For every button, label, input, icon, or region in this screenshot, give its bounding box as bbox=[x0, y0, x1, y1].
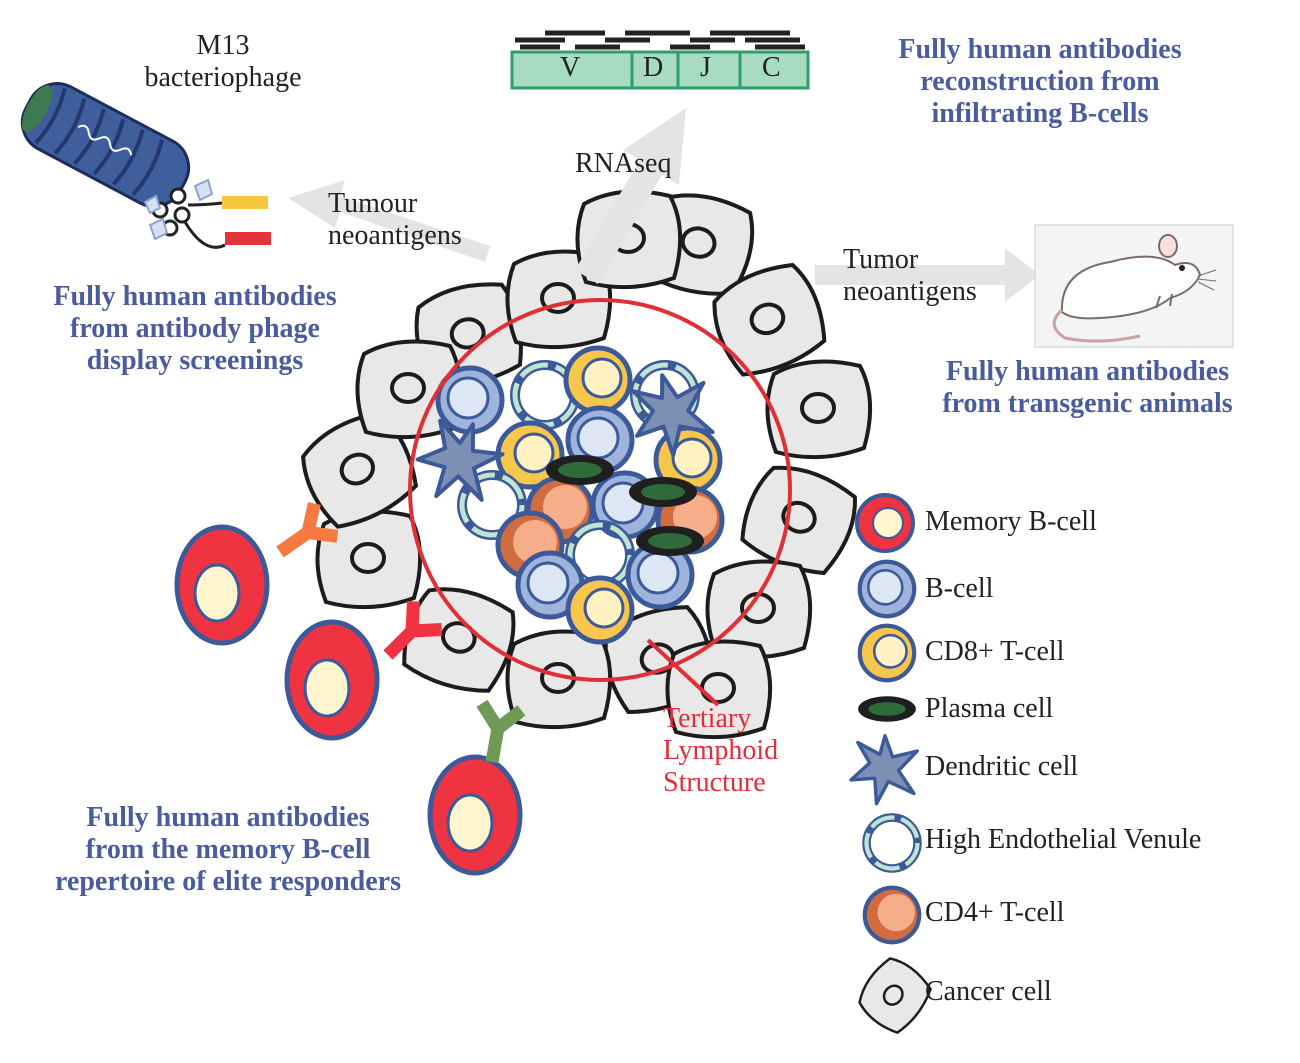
heading-transgenic: Fully human antibodies from transgenic a… bbox=[942, 356, 1233, 419]
legend-label-cancer-cell: Cancer cell bbox=[925, 976, 1052, 1007]
legend-label-b-cell: B-cell bbox=[925, 573, 994, 604]
tumour-neoantigens-label: Tumour neoantigens bbox=[328, 188, 462, 251]
gene-segment-v: V bbox=[560, 52, 581, 83]
cd4-t-cell-icon bbox=[865, 888, 919, 942]
legend-label-hev: High Endothelial Venule bbox=[925, 824, 1202, 855]
tls-boundary bbox=[408, 298, 792, 682]
legend-icons bbox=[849, 493, 939, 1040]
rnaseq-label: RNAseq bbox=[575, 148, 672, 179]
legend-label-cd4-t-cell: CD4+ T-cell bbox=[925, 897, 1065, 928]
legend-label-memory-b-cell: Memory B-cell bbox=[925, 506, 1097, 537]
tumor-neoantigens-label: Tumor neoantigens bbox=[843, 244, 977, 307]
cd8-t-cell-icon bbox=[860, 626, 914, 680]
tls-label: Tertiary Lymphoid Structure bbox=[663, 703, 779, 798]
transgenic-mouse-icon bbox=[1034, 224, 1234, 348]
m13-label: M13 bacteriophage bbox=[144, 30, 302, 93]
heading-memory: Fully human antibodies from the memory B… bbox=[54, 802, 401, 897]
b-cell-icon bbox=[860, 562, 914, 616]
gene-segment-c: C bbox=[762, 52, 781, 83]
hev-icon bbox=[867, 818, 918, 869]
gene-segment-j: J bbox=[700, 52, 711, 83]
memory-b-cell-icon bbox=[855, 493, 915, 553]
arrows bbox=[288, 108, 1040, 302]
tls-pointer bbox=[646, 638, 720, 707]
heading-reconstruction: Fully human antibodies reconstruction fr… bbox=[898, 34, 1182, 129]
legend-label-plasma-cell: Plasma cell bbox=[925, 693, 1054, 724]
vdj-gene-icon bbox=[510, 30, 810, 90]
heading-phage: Fully human antibodies from antibody pha… bbox=[53, 281, 337, 376]
gene-segment-d: D bbox=[643, 52, 664, 83]
legend-label-dendritic-cell: Dendritic cell bbox=[925, 751, 1079, 782]
dendritic-cell-icon bbox=[849, 734, 919, 806]
plasma-cell-icon bbox=[858, 696, 916, 722]
legend-label-cd8-t-cell: CD8+ T-cell bbox=[925, 636, 1065, 667]
m13-bacteriophage-icon bbox=[20, 82, 271, 249]
